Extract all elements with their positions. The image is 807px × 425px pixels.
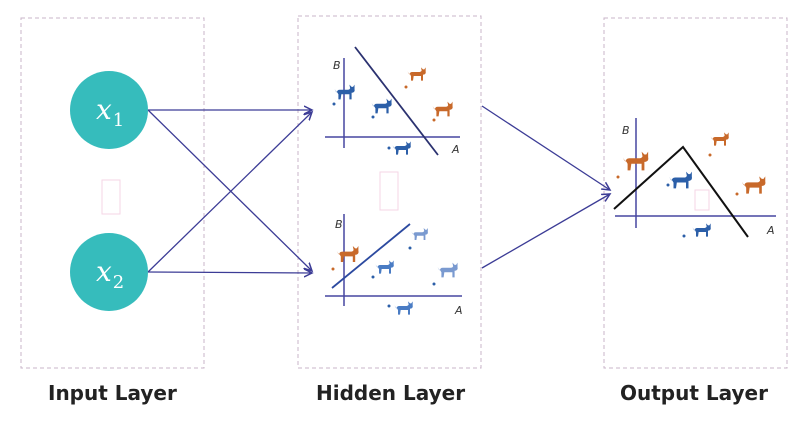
point (682, 234, 686, 238)
cat-icon (692, 223, 711, 237)
x-axis-label: A (766, 224, 775, 237)
hidden-layer-box (297, 15, 482, 369)
point (331, 267, 335, 271)
connections (147, 105, 610, 273)
placeholder-mark (101, 179, 121, 215)
y-axis-label: B (333, 59, 341, 72)
input-layer-box (20, 17, 205, 369)
cat-icon (669, 171, 692, 189)
cat-icon (437, 262, 458, 278)
cat-icon (407, 67, 426, 81)
point (332, 102, 336, 106)
y-axis-label: B (622, 124, 630, 137)
point (371, 115, 375, 119)
cat-icon (375, 260, 394, 274)
svg-text:x2: x2 (96, 255, 124, 293)
point (666, 183, 670, 187)
hidden-plot-bottom: B A (325, 214, 463, 317)
point (408, 246, 412, 250)
point (404, 85, 408, 89)
cat-icon (710, 132, 729, 146)
output-plot: B A (613, 118, 776, 238)
x-axis-label: A (454, 304, 463, 317)
svg-text:x1: x1 (96, 93, 124, 131)
placeholder-mark (694, 189, 710, 211)
edge-x2-h2 (147, 272, 312, 273)
point (387, 146, 391, 150)
node-sub: 1 (113, 110, 124, 131)
decision-boundary (613, 145, 749, 238)
cat-icon (336, 246, 359, 262)
point (371, 275, 375, 279)
decision-boundary (354, 46, 439, 156)
y-axis-label: B (335, 218, 343, 231)
cat-icon (392, 141, 411, 155)
node-var: x (96, 255, 112, 288)
input-node-x1: x1 (70, 71, 148, 149)
hidden-layer-label: Hidden Layer (316, 381, 466, 405)
point (708, 153, 712, 157)
placeholder-mark (379, 171, 399, 211)
point (735, 192, 739, 196)
cat-icon (394, 301, 413, 315)
node-sub: 2 (113, 272, 124, 293)
edge-x1-h2 (147, 109, 312, 271)
cat-icon (411, 228, 428, 240)
edge-h1-out (481, 105, 610, 190)
edge-h2-out (481, 194, 610, 269)
input-node-x2: x2 (70, 233, 148, 311)
output-layer-box (603, 17, 788, 369)
point (432, 118, 436, 122)
point (616, 175, 620, 179)
node-var: x (96, 93, 112, 126)
edge-x2-h1 (147, 112, 312, 273)
output-layer-label: Output Layer (620, 381, 768, 405)
point (432, 282, 436, 286)
hidden-plot-top: B A (325, 46, 460, 156)
cat-icon (741, 176, 766, 194)
input-layer-label: Input Layer (48, 381, 177, 405)
x-axis-label: A (451, 143, 460, 156)
decision-boundary (331, 223, 411, 289)
cat-icon (432, 101, 453, 117)
point (387, 304, 391, 308)
cat-icon (371, 98, 392, 114)
